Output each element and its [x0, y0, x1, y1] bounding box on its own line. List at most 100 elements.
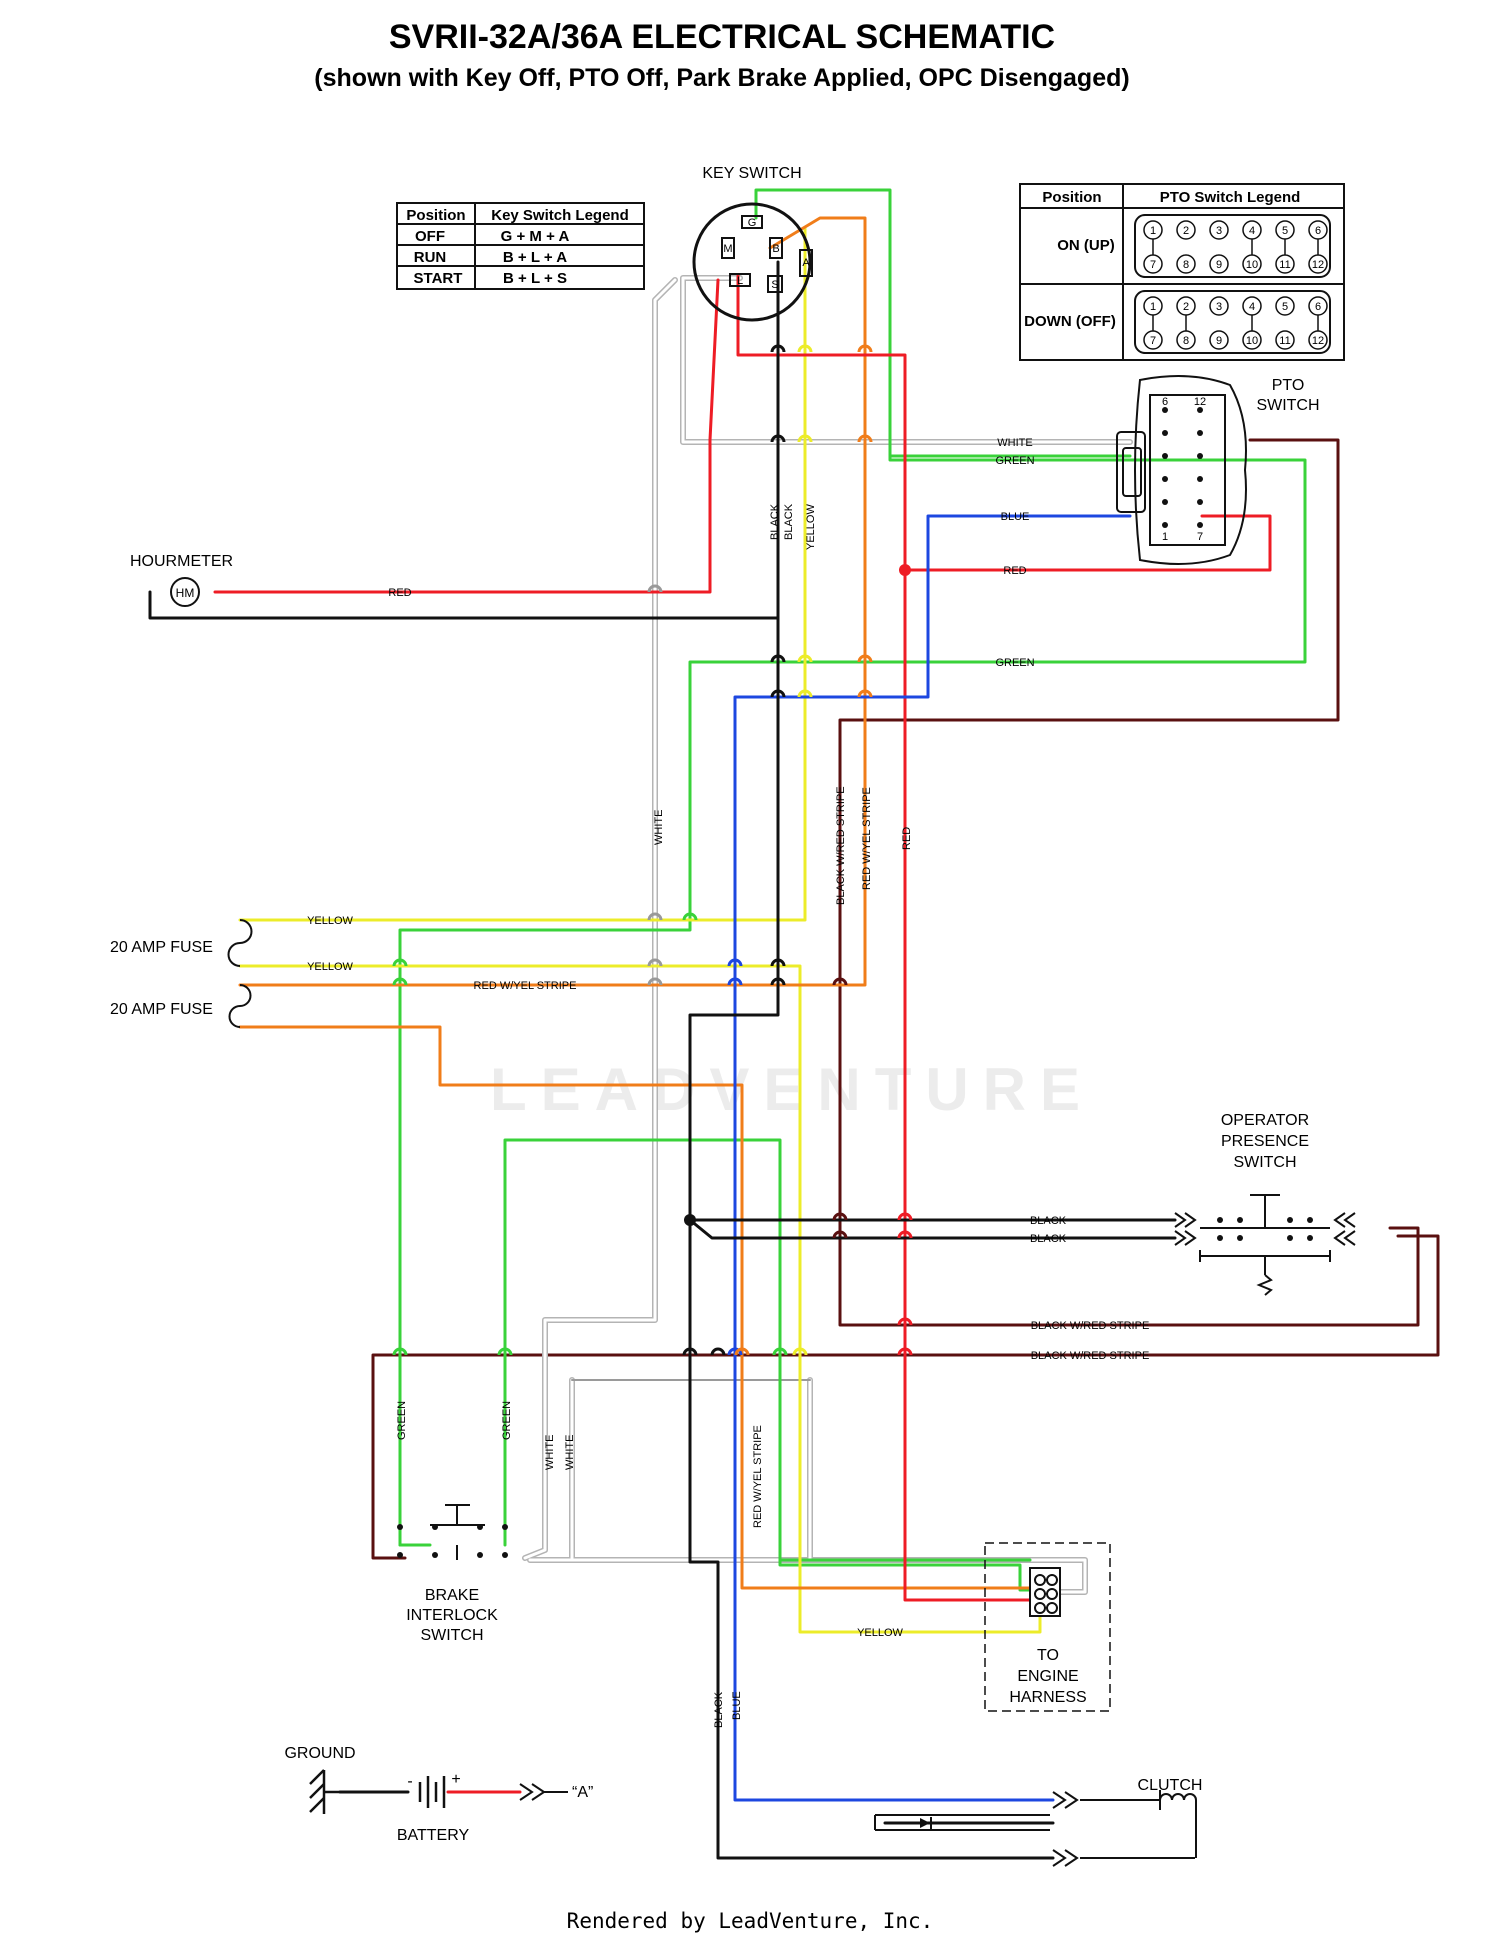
pto-pin-label: 9 — [1216, 259, 1222, 271]
wire-label-blue-low: BLUE — [731, 1691, 743, 1720]
key-legend-header-position: Position — [406, 207, 465, 224]
fuse-1-label: 20 AMP FUSE — [110, 939, 213, 956]
wire-label-yellow-f1: YELLOW — [307, 915, 353, 927]
wire-label-bwrs-ops1: BLACK W/RED STRIPE — [1031, 1320, 1150, 1332]
key-terminal-a: A — [802, 257, 810, 269]
wire-black-w-red-stripe-pto — [838, 438, 1420, 1327]
hourmeter-symbol: HM — [176, 586, 195, 600]
pto-pin-on-2 — [1176, 220, 1196, 240]
pto-switch-legend — [1019, 183, 1345, 361]
pto-pin-on-3 — [1209, 220, 1229, 240]
wire-label-white-pto: WHITE — [997, 437, 1032, 449]
footer-credit: Rendered by LeadVenture, Inc. — [567, 1909, 934, 1933]
pto-pin-label: 2 — [1183, 225, 1189, 237]
pto-pin-6: 6 — [1162, 396, 1168, 408]
wire-label-yellow-eng: YELLOW — [857, 1627, 903, 1639]
wire-red-w-yel-stripe-fuse — [238, 1025, 1042, 1590]
page-subtitle: (shown with Key Off, PTO Off, Park Brake… — [314, 64, 1129, 92]
key-legend-start: START — [414, 270, 463, 287]
ops-label-1: OPERATOR — [1221, 1112, 1309, 1129]
battery-label: BATTERY — [397, 1827, 470, 1844]
clutch-label: CLUTCH — [1138, 1777, 1203, 1794]
pto-pin-label: 8 — [1183, 335, 1189, 347]
brake-interlock-switch — [430, 1504, 485, 1560]
pto-pin-label: 3 — [1216, 301, 1222, 313]
wire-label-black-2: BLACK — [783, 503, 795, 540]
ops-label-3: SWITCH — [1233, 1154, 1296, 1171]
diode-icon — [920, 1818, 930, 1828]
pto-pin-label: 1 — [1150, 301, 1156, 313]
pto-pin-label: 6 — [1315, 301, 1321, 313]
key-legend-run: RUN — [414, 249, 447, 266]
wire-label-black-ops1: BLACK — [1030, 1215, 1067, 1227]
pto-pin-label: 8 — [1183, 259, 1189, 271]
wire-label-blue-pto: BLUE — [1001, 511, 1030, 523]
battery-minus: - — [407, 1773, 412, 1790]
key-terminal-g: G — [748, 217, 757, 229]
wire-green-brake-2 — [503, 1138, 1032, 1562]
wire-label-black-low: BLACK — [713, 1691, 725, 1728]
wire-green-engine — [778, 1558, 1040, 1592]
pto-pin-label: 5 — [1282, 301, 1288, 313]
pto-switch — [1116, 375, 1247, 565]
key-terminal-b: B — [772, 243, 779, 255]
brake-label-2: INTERLOCK — [406, 1607, 498, 1624]
engine-label-2: ENGINE — [1017, 1668, 1078, 1685]
pto-pin-7: 7 — [1197, 531, 1203, 543]
pto-pin-label: 10 — [1246, 259, 1258, 271]
wire-label-red-v: RED — [901, 827, 913, 850]
wire-label-white-v: WHITE — [653, 810, 665, 845]
pto-pin-label: 3 — [1216, 225, 1222, 237]
engine-label-1: TO — [1037, 1647, 1059, 1664]
pto-pin-label: 11 — [1279, 335, 1290, 347]
ops-label-2: PRESENCE — [1221, 1133, 1309, 1150]
wire-label-black-ops2: BLACK — [1030, 1233, 1067, 1245]
pto-pin-off-9 — [1209, 330, 1229, 350]
pto-pin-label: 11 — [1279, 259, 1290, 271]
engine-label-3: HARNESS — [1009, 1689, 1086, 1706]
pto-pin-label: 4 — [1249, 301, 1255, 313]
pto-pin-label: 12 — [1312, 335, 1324, 347]
engine-harness-connector — [984, 1542, 1111, 1712]
pto-pin-label: 9 — [1216, 335, 1222, 347]
wire-label-yellow-v: YELLOW — [805, 504, 817, 550]
junction-black — [684, 1214, 696, 1226]
key-switch-legend — [396, 202, 645, 290]
wire-label-green-pto: GREEN — [995, 455, 1034, 467]
key-terminal-s: S — [771, 279, 778, 291]
wire-label-green-mid: GREEN — [995, 657, 1034, 669]
hourmeter-label: HOURMETER — [130, 553, 233, 570]
wire-black-keyswitch — [148, 260, 780, 620]
wire-yellow-fuse2 — [238, 964, 1042, 1634]
pto-pin-12: 12 — [1194, 396, 1206, 408]
pto-pin-off-5 — [1275, 296, 1295, 316]
pto-pin-on-8 — [1176, 254, 1196, 274]
key-legend-header-legend: Key Switch Legend — [491, 207, 629, 224]
brake-label-3: SWITCH — [420, 1627, 483, 1644]
key-legend-off: OFF — [415, 228, 445, 245]
pto-pin-label: 4 — [1249, 225, 1255, 237]
ground-symbol — [309, 1769, 340, 1814]
wire-label-rwys-f: RED W/YEL STRIPE — [474, 980, 577, 992]
wire-label-white-b1: WHITE — [544, 1435, 556, 1470]
wire-black-ops-2 — [688, 1218, 1177, 1240]
fuse-1 — [227, 919, 253, 967]
watermark: LEADVENTURE — [490, 1056, 1094, 1123]
ground-label: GROUND — [284, 1745, 355, 1762]
key-switch-label: KEY SWITCH — [702, 165, 801, 182]
pto-pin-label: 2 — [1183, 301, 1189, 313]
pto-legend-header-position: Position — [1042, 189, 1101, 206]
pto-pin-label: 7 — [1150, 335, 1156, 347]
fuse-2-label: 20 AMP FUSE — [110, 1001, 213, 1018]
key-terminal-m: M — [723, 243, 732, 255]
wire-label-white-b2: WHITE — [564, 1435, 576, 1470]
page-title: SVRII-32A/36A ELECTRICAL SCHEMATIC — [389, 18, 1055, 56]
key-legend-run-value: B + L + A — [503, 249, 567, 266]
battery-ref-a: “A” — [572, 1784, 593, 1801]
wire-label-green-b2: GREEN — [501, 1401, 513, 1440]
fuse-2 — [228, 984, 252, 1028]
battery-symbol — [418, 1776, 446, 1808]
pto-pin-label: 7 — [1150, 259, 1156, 271]
